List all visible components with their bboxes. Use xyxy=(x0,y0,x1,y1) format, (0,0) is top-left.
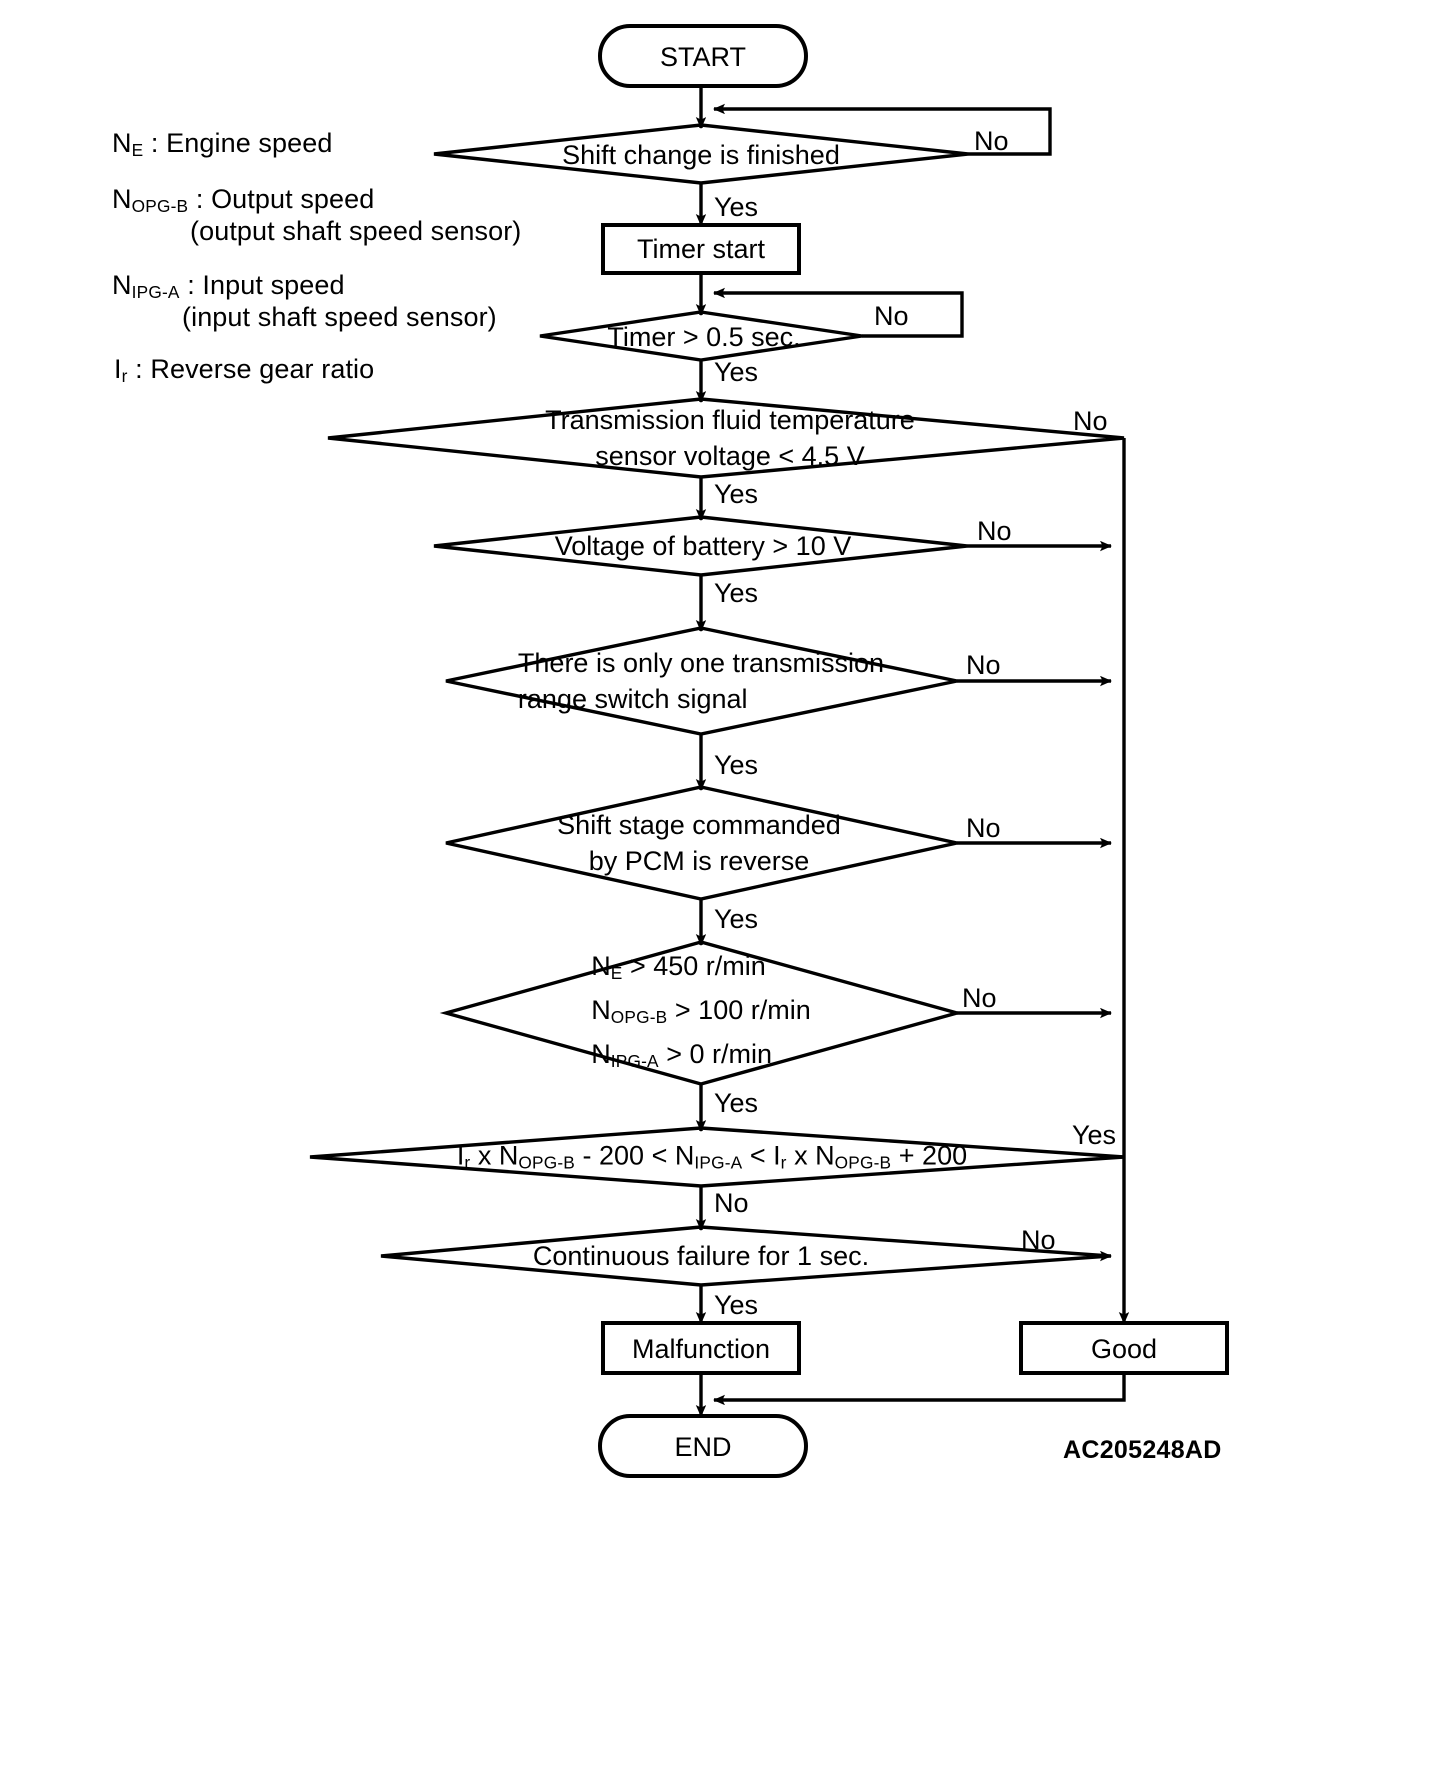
legend-item-input-speed: NIPG-A : Input speed xyxy=(112,270,345,303)
end-terminator-shape xyxy=(598,1414,808,1478)
speed-subscript: OPG-B xyxy=(610,1007,668,1028)
start-terminator-shape xyxy=(598,24,808,88)
speed-symbol: N xyxy=(591,1039,611,1069)
ratio-symbol: N xyxy=(498,1140,519,1171)
branch-label-fluid-no: No xyxy=(1073,406,1108,436)
ratio-symbol: N xyxy=(674,1140,695,1171)
branch-label-shift-change-yes: Yes xyxy=(714,192,759,222)
malfunction-label: Malfunction xyxy=(631,1334,771,1364)
speed-condition: > 100 r/min xyxy=(667,995,811,1025)
branch-label-timer-no: No xyxy=(874,301,909,331)
decision-fluid-temp-label: Transmission fluid temperature sensor vo… xyxy=(545,402,915,474)
legend-subscript: OPG-B xyxy=(131,196,189,217)
speed-subscript: IPG-A xyxy=(610,1051,659,1072)
ratio-operator: x xyxy=(786,1140,816,1171)
branch-label-shift-change-no: No xyxy=(974,126,1009,156)
ratio-operator: + 200 xyxy=(891,1140,968,1171)
ratio-operator: < xyxy=(742,1140,774,1171)
decision-shift-change-label: Shift change is finished xyxy=(562,140,840,170)
branch-label-continuous-yes: Yes xyxy=(714,1290,759,1320)
legend-text: (input shaft speed sensor) xyxy=(182,302,497,332)
legend-subscript: r xyxy=(121,366,128,387)
branch-label-range-yes: Yes xyxy=(714,750,759,780)
ratio-symbol: N xyxy=(815,1140,835,1171)
branch-label-speeds-yes: Yes xyxy=(714,1088,759,1118)
branch-label-pcm-yes: Yes xyxy=(714,904,759,934)
decision-timer-label: Timer > 0.5 sec. xyxy=(607,322,801,352)
branch-label-pcm-no: No xyxy=(966,813,1001,843)
branch-label-battery-yes: Yes xyxy=(714,578,759,608)
decision-fluid-temp-line1: Transmission fluid temperature xyxy=(545,405,915,435)
legend-symbol: N xyxy=(112,184,132,214)
branch-label-range-no: No xyxy=(966,650,1001,680)
speed-subscript: E xyxy=(610,963,623,984)
branch-label-continuous-no: No xyxy=(1021,1225,1056,1255)
branch-label-speeds-no: No xyxy=(962,983,997,1013)
timer-start-label: Timer start xyxy=(637,234,765,264)
ratio-operator: - 200 < xyxy=(575,1140,675,1171)
decision-continuous-failure-label: Continuous failure for 1 sec. xyxy=(532,1241,870,1271)
ratio-subscript: OPG-B xyxy=(518,1152,576,1173)
decision-battery-label: Voltage of battery > 10 V xyxy=(554,531,852,561)
good-label: Good xyxy=(1090,1334,1158,1364)
ratio-subscript: r xyxy=(780,1152,787,1173)
branch-label-timer-yes: Yes xyxy=(714,357,759,387)
ratio-subscript: IPG-A xyxy=(694,1152,743,1173)
decision-speeds-line2: NOPG-B > 100 r/min xyxy=(591,990,810,1034)
decision-pcm-reverse-line1: Shift stage commanded xyxy=(557,810,841,840)
branch-label-ratio-yes: Yes xyxy=(1072,1120,1117,1150)
ratio-operator: x xyxy=(470,1140,499,1171)
end-label: END xyxy=(674,1432,732,1462)
legend-text: : Engine speed xyxy=(143,128,333,158)
speed-symbol: N xyxy=(591,951,611,981)
start-label: START xyxy=(659,42,747,72)
legend-text: : Output speed xyxy=(188,184,375,214)
legend-text: (output shaft speed sensor) xyxy=(190,216,522,246)
decision-gear-ratio-label: Ir x NOPG-B - 200 < NIPG-A < Ir x NOPG-B… xyxy=(457,1139,967,1176)
legend-symbol: N xyxy=(112,270,132,300)
speed-symbol: N xyxy=(591,995,611,1025)
legend-symbol: N xyxy=(112,128,132,158)
decision-pcm-reverse-label: Shift stage commanded by PCM is reverse xyxy=(557,807,841,879)
legend-item-input-speed-note: (input shaft speed sensor) xyxy=(182,302,497,333)
decision-range-switch-label: There is only one transmission range swi… xyxy=(518,645,884,717)
legend-subscript: E xyxy=(131,140,144,161)
decision-range-switch-line2: range switch signal xyxy=(517,684,748,714)
legend-item-engine-speed: NE : Engine speed xyxy=(112,128,333,161)
decision-range-switch-line1: There is only one transmission xyxy=(517,648,885,678)
branch-label-fluid-yes: Yes xyxy=(714,479,759,509)
legend-subscript: IPG-A xyxy=(131,282,180,303)
figure-code: AC205248AD xyxy=(1063,1436,1222,1464)
legend-symbol: I xyxy=(114,354,122,384)
ratio-symbol: I xyxy=(456,1140,465,1171)
legend-item-output-speed-note: (output shaft speed sensor) xyxy=(190,216,521,247)
legend-text: : Reverse gear ratio xyxy=(127,354,375,384)
legend-item-output-speed: NOPG-B : Output speed xyxy=(112,184,375,217)
speed-condition: > 0 r/min xyxy=(658,1039,773,1069)
legend-text: : Input speed xyxy=(179,270,345,300)
decision-fluid-temp-line2: sensor voltage < 4.5 V xyxy=(595,441,865,471)
decision-pcm-reverse-line2: by PCM is reverse xyxy=(588,846,810,876)
decision-speeds-label: NE > 450 r/min NOPG-B > 100 r/min NIPG-A… xyxy=(591,946,810,1078)
speed-condition: > 450 r/min xyxy=(622,951,766,981)
branch-label-ratio-no: No xyxy=(714,1188,749,1218)
ratio-symbol: I xyxy=(773,1140,781,1171)
branch-label-battery-no: No xyxy=(977,516,1012,546)
legend-item-reverse-gear-ratio: Ir : Reverse gear ratio xyxy=(114,354,375,387)
decision-speeds-line3: NIPG-A > 0 r/min xyxy=(591,1034,810,1078)
ratio-subscript: r xyxy=(464,1152,471,1173)
ratio-subscript: OPG-B xyxy=(834,1152,892,1173)
decision-speeds-line1: NE > 450 r/min xyxy=(591,946,810,990)
